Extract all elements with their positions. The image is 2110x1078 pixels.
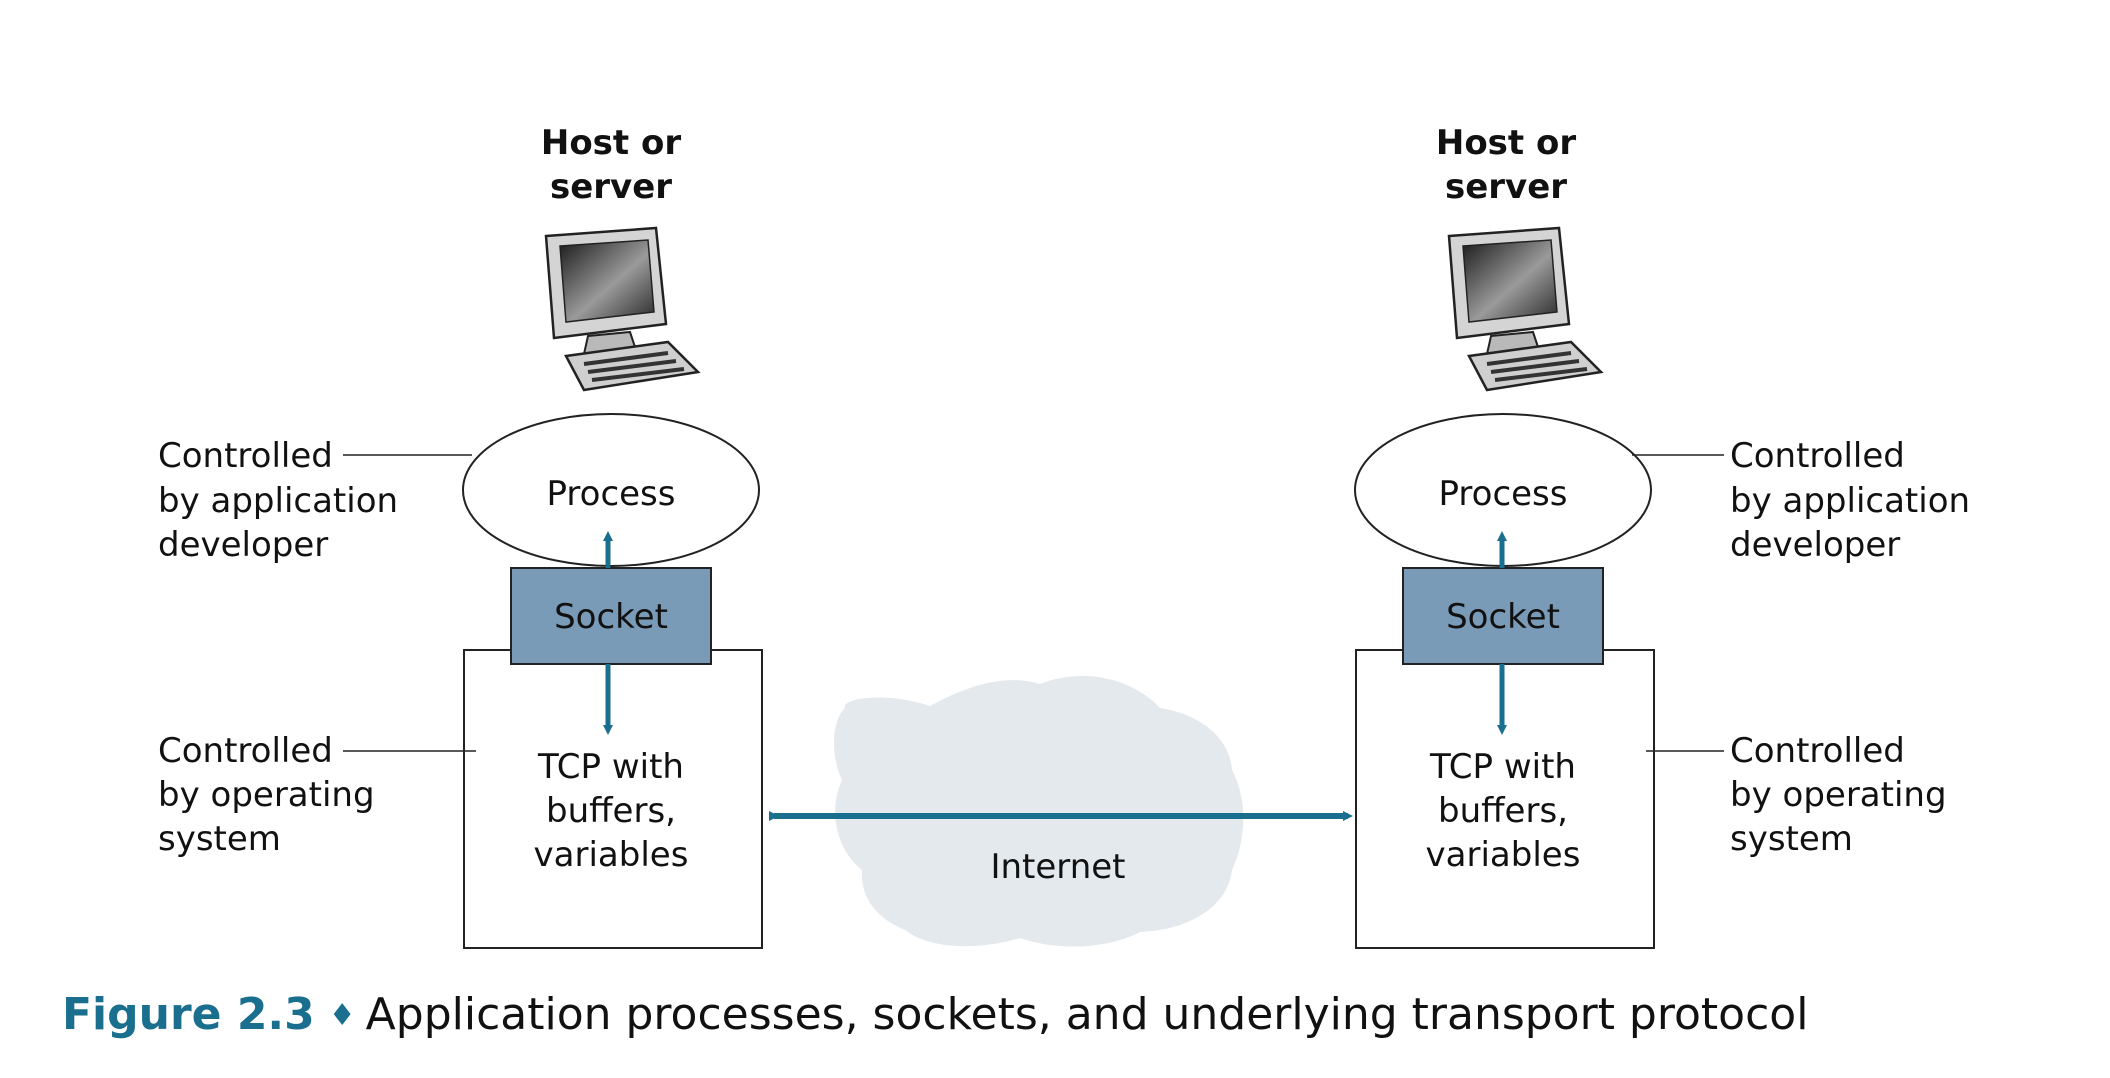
right-socket-box	[1402, 567, 1604, 665]
left-socket-label: Socket	[554, 597, 668, 637]
left-os-note-line1: Controlled	[158, 731, 333, 771]
right-tcp-line3: variables	[1426, 835, 1581, 875]
left-os-note-line3: system	[158, 819, 281, 859]
left-tcp-line1: TCP with	[537, 747, 684, 787]
internet-cloud: Internet	[834, 676, 1244, 947]
right-app-note-line3: developer	[1730, 525, 1900, 565]
right-process-label: Process	[1439, 474, 1568, 514]
left-app-note-line2: by application	[158, 481, 398, 521]
left-process-ellipse	[462, 413, 760, 567]
left-host: Host or server Process TCP with buffers,…	[158, 123, 763, 949]
left-host-title-line2: server	[550, 167, 672, 207]
right-tcp-box	[1355, 649, 1655, 949]
desktop-computer-icon	[544, 226, 701, 392]
figure-number: Figure 2.3	[62, 989, 315, 1040]
left-tcp-line2: buffers,	[546, 791, 676, 831]
left-socket-box	[510, 567, 712, 665]
right-app-note-line1: Controlled	[1730, 436, 1905, 476]
left-os-note-line2: by operating	[158, 775, 375, 815]
left-app-note-line1: Controlled	[158, 436, 333, 476]
caption-text: Application processes, sockets, and unde…	[365, 989, 1809, 1040]
right-os-note-line2: by operating	[1730, 775, 1947, 815]
left-tcp-line3: variables	[534, 835, 689, 875]
right-tcp-line2: buffers,	[1438, 791, 1568, 831]
right-tcp-line1: TCP with	[1429, 747, 1576, 787]
desktop-computer-icon	[1447, 226, 1604, 392]
right-socket-label: Socket	[1446, 597, 1560, 637]
right-host-title-line2: server	[1445, 167, 1567, 207]
cloud-shape	[834, 676, 1244, 947]
left-host-title-line1: Host or	[541, 123, 681, 163]
left-app-note-line3: developer	[158, 525, 328, 565]
left-process-label: Process	[547, 474, 676, 514]
internet-label: Internet	[990, 847, 1125, 887]
right-app-note-line2: by application	[1730, 481, 1970, 521]
right-host-title-line1: Host or	[1436, 123, 1576, 163]
left-tcp-box	[463, 649, 763, 949]
caption-separator: ♦	[328, 998, 356, 1033]
right-os-note-line1: Controlled	[1730, 731, 1905, 771]
figure-caption: Figure 2.3 ♦ Application processes, socket…	[62, 980, 1962, 1050]
right-host: Host or server Process TCP with buffers,…	[1354, 123, 1970, 949]
right-os-note-line3: system	[1730, 819, 1853, 859]
